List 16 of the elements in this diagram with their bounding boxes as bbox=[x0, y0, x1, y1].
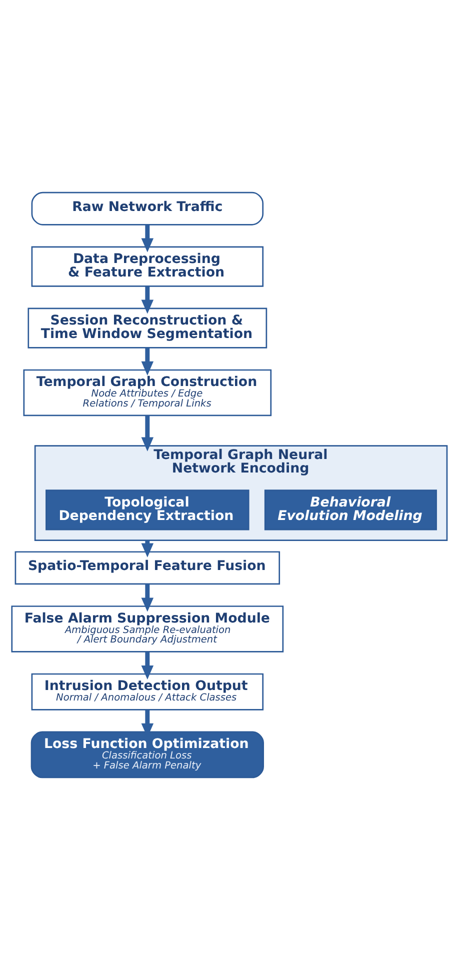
node-box: Session Reconstruction & Time Window Segmentation bbox=[28, 307, 268, 348]
node-box: Temporal Graph Construction Node Attributes / Edge Relations / Temporal Links bbox=[23, 368, 272, 416]
arrow bbox=[141, 584, 154, 612]
node-box: Data Preprocessing & Feature Extraction bbox=[31, 246, 264, 286]
arrow bbox=[141, 286, 154, 314]
node-box: Loss Function Optimization Classification Loss + False Alarm Penalty bbox=[30, 730, 264, 778]
arrow bbox=[141, 224, 154, 252]
arrow bbox=[141, 347, 154, 375]
node-box: False Alarm Suppression Module Ambiguous Sample Re-evaluation / Alert Boundary Adjustment bbox=[11, 605, 284, 652]
node-box: Behavioral Evolution Modeling bbox=[264, 489, 437, 530]
arrow bbox=[141, 415, 154, 451]
arrow bbox=[141, 651, 154, 679]
node-box: Raw Network Traffic bbox=[31, 191, 264, 225]
node-box: Intrusion Detection Output Normal / Anomalous / Attack Classes bbox=[31, 672, 264, 710]
node-box: Topological Dependency Extraction bbox=[46, 489, 250, 530]
node-box: Spatio-Temporal Feature Fusion bbox=[14, 550, 280, 584]
